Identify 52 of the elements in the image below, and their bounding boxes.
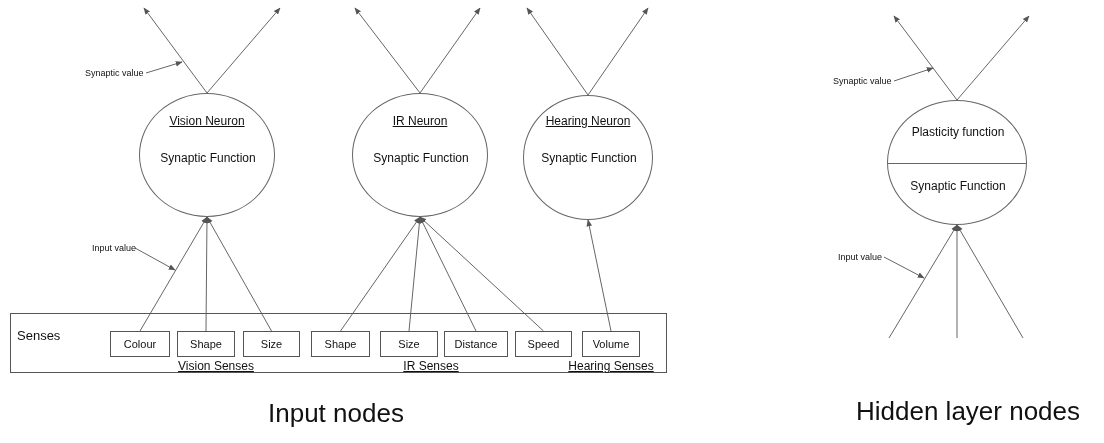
- leader-line: [145, 61, 183, 74]
- arrow: [888, 224, 958, 339]
- sense-box: Speed: [515, 331, 572, 357]
- panel-title: Senses: [17, 328, 61, 343]
- leader-label: Input value: [838, 251, 883, 263]
- arrow: [206, 7, 281, 94]
- arrow: [419, 216, 477, 332]
- arrow: [956, 15, 1030, 101]
- sense-box: Shape: [311, 331, 370, 357]
- group-label: IR Senses: [402, 359, 460, 374]
- neuron-name: IR Neuron: [391, 114, 449, 129]
- function-label: Plasticity function: [910, 125, 1006, 140]
- arrow: [893, 15, 958, 101]
- leader-line: [883, 256, 925, 279]
- leader-label: Synaptic value: [833, 75, 893, 87]
- function-label: Synaptic Function: [159, 151, 257, 166]
- function-label: Synaptic Function: [540, 151, 638, 166]
- neuron-circle: [887, 100, 1027, 225]
- leader-label: Synaptic value: [85, 67, 145, 79]
- function-label: Synaptic Function: [372, 151, 470, 166]
- function-label: Synaptic Function: [909, 179, 1007, 194]
- arrow: [204, 216, 210, 332]
- arrow: [206, 216, 272, 332]
- sense-box: Volume: [582, 331, 640, 357]
- sense-box: Shape: [177, 331, 235, 357]
- neuron-name: Hearing Neuron: [544, 114, 632, 129]
- arrow: [526, 7, 589, 96]
- arrow: [956, 224, 1024, 339]
- group-label: Hearing Senses: [567, 359, 655, 374]
- section-caption: Hidden layer nodes: [856, 396, 1081, 427]
- arrow: [408, 216, 423, 332]
- sense-box: Size: [380, 331, 438, 357]
- arrow: [954, 224, 960, 339]
- sense-box: Distance: [444, 331, 508, 357]
- arrow: [419, 7, 481, 94]
- arrow: [419, 216, 544, 332]
- neuron-circle: [523, 95, 653, 220]
- neuron-name: Vision Neuron: [168, 114, 246, 129]
- arrow: [354, 7, 421, 94]
- group-label: Vision Senses: [177, 359, 255, 374]
- arrow: [340, 216, 421, 332]
- leader-line: [893, 67, 934, 82]
- senses-panel: [10, 313, 667, 373]
- arrow: [587, 7, 649, 96]
- arrow: [143, 7, 208, 94]
- sense-box: Size: [243, 331, 300, 357]
- arrow: [586, 219, 612, 332]
- leader-label: Input value: [92, 242, 134, 254]
- section-caption: Input nodes: [268, 398, 404, 429]
- sense-box: Colour: [110, 331, 170, 357]
- leader-line: [134, 247, 176, 271]
- arrow: [139, 216, 208, 332]
